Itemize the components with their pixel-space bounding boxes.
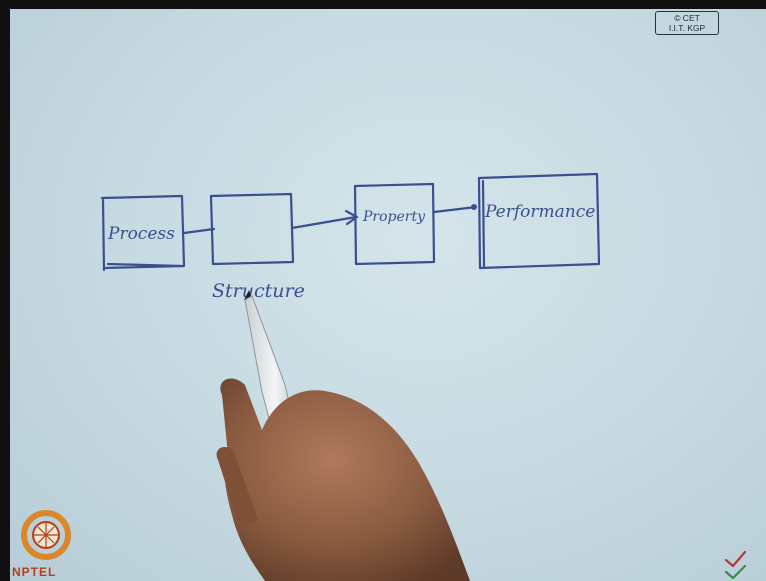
arrow-to-property — [290, 215, 358, 230]
performance-box-inner — [481, 179, 486, 268]
performance-label: Performance — [484, 202, 595, 222]
nptel-logo-text: NPTEL — [12, 565, 57, 579]
structure-label: Structure — [212, 280, 305, 302]
finger-icon — [216, 446, 258, 528]
performance-box — [477, 172, 601, 270]
watermark-line-2: I.I.T. KGP — [668, 23, 706, 33]
pen-tip-icon — [244, 290, 251, 300]
check-mark-green — [724, 564, 747, 580]
property-box — [353, 182, 436, 266]
check-mark-red — [724, 550, 747, 568]
process-box-edge — [106, 262, 184, 268]
connector-line — [182, 227, 216, 235]
property-label: Property — [362, 209, 426, 225]
arrowhead — [344, 209, 359, 226]
process-box — [100, 194, 186, 272]
arrow-dot — [471, 204, 477, 210]
process-label: Process — [107, 224, 175, 244]
structure-box — [209, 192, 295, 266]
arrow-to-performance — [432, 205, 478, 214]
watermark-line-1: © CET — [674, 13, 700, 23]
copyright-watermark: © CET I.I.T. KGP — [655, 11, 719, 35]
hand-icon — [220, 378, 470, 581]
